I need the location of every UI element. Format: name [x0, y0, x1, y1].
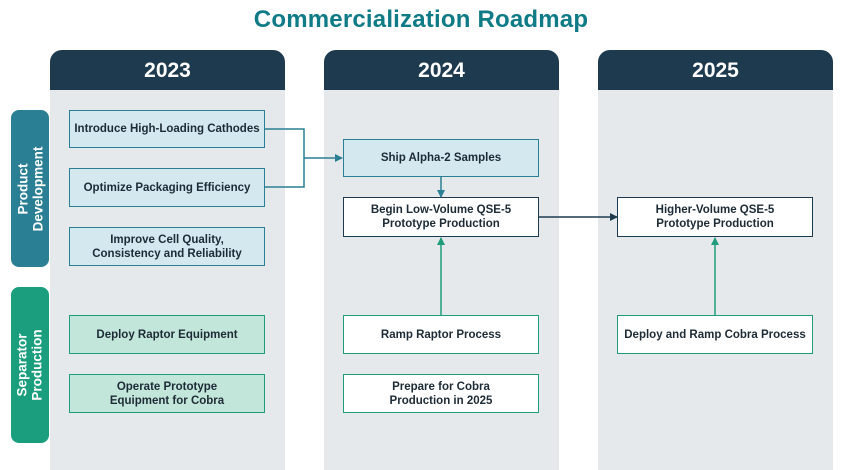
- row-tab-separator-production: Separator Production: [11, 287, 49, 443]
- box-ramp-raptor-process: Ramp Raptor Process: [343, 315, 539, 354]
- column-header-2024: 2024: [324, 50, 559, 90]
- column-header-2025: 2025: [598, 50, 833, 90]
- box-deploy-ramp-cobra: Deploy and Ramp Cobra Process: [617, 315, 813, 354]
- row-label-separator-production: Separator Production: [15, 329, 45, 401]
- box-begin-low-volume-production: Begin Low-Volume QSE-5 Prototype Product…: [343, 197, 539, 237]
- box-introduce-high-loading-cathodes: Introduce High-Loading Cathodes: [69, 110, 265, 148]
- box-ship-alpha2-samples: Ship Alpha-2 Samples: [343, 139, 539, 177]
- column-header-2023: 2023: [50, 50, 285, 90]
- box-deploy-raptor-equipment: Deploy Raptor Equipment: [69, 315, 265, 354]
- row-tab-product-development: Product Development: [11, 110, 49, 267]
- page-title: Commercialization Roadmap: [253, 6, 589, 33]
- box-improve-cell-quality: Improve Cell Quality, Consistency and Re…: [69, 227, 265, 266]
- row-label-product-development: Product Development: [15, 146, 45, 231]
- column-2025: 2025: [598, 50, 833, 470]
- box-operate-prototype-equipment: Operate Prototype Equipment for Cobra: [69, 374, 265, 413]
- box-prepare-cobra-production: Prepare for Cobra Production in 2025: [343, 374, 539, 413]
- box-higher-volume-production: Higher-Volume QSE-5 Prototype Production: [617, 197, 813, 237]
- box-optimize-packaging-efficiency: Optimize Packaging Efficiency: [69, 168, 265, 207]
